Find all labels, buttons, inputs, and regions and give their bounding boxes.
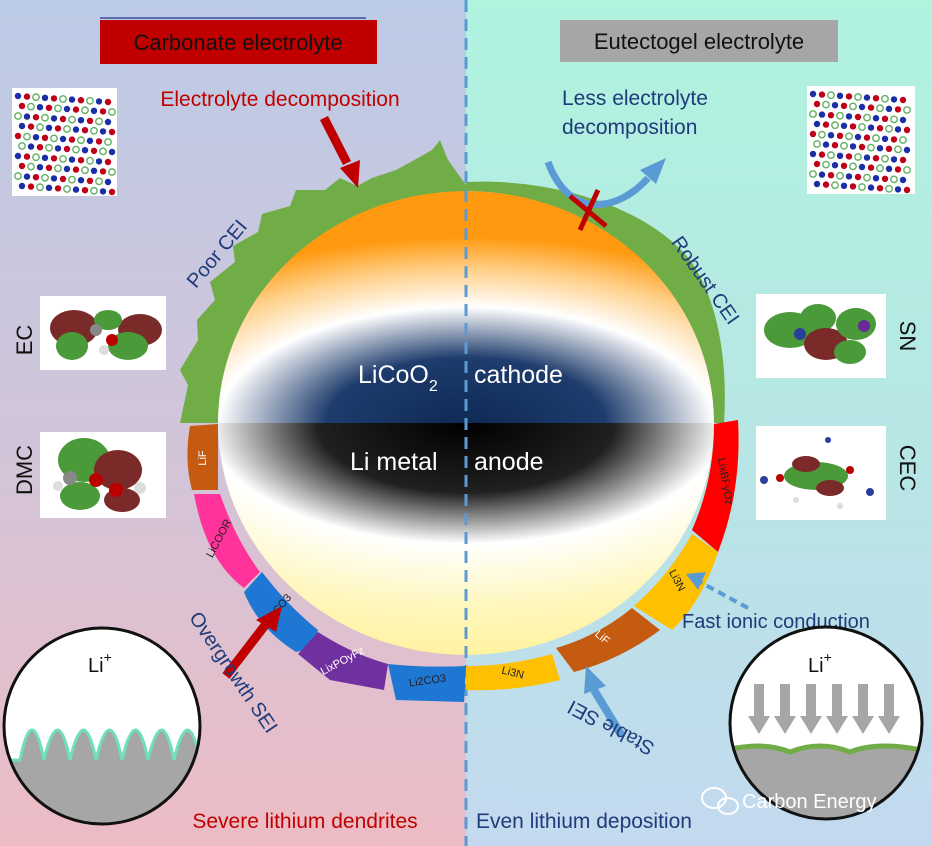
right-header-box	[560, 20, 838, 62]
decomposition-arrow-left	[319, 115, 360, 188]
sei-segment-lif-left	[187, 424, 218, 490]
molecule-image-ec	[40, 296, 166, 370]
cathode-formula: LiCoO2	[358, 361, 438, 395]
molecule-image-cec	[756, 426, 886, 520]
watermark: Carbon Energy	[701, 787, 877, 815]
overgrowth-arrow	[222, 606, 282, 679]
molecule-image-dmc	[40, 432, 166, 518]
right-decomposition-line2: decomposition	[562, 116, 697, 139]
poor-cei-layer	[180, 140, 466, 423]
sei-segment-li3n-lower	[466, 654, 560, 691]
dendrites-text: Severe lithium dendrites	[192, 810, 417, 833]
lattice-image-left	[12, 88, 117, 196]
sei-segment-lixbfyoz	[692, 420, 739, 552]
sei-segment-li2co3-lower	[388, 664, 466, 702]
sei-segment-lixpoyfz	[298, 632, 388, 690]
molecule-label-sn: SN	[895, 321, 920, 352]
li-ion-left-sup: +	[104, 649, 112, 665]
left-header-text: Carbonate electrolyte	[133, 30, 342, 55]
molecule-label-cec: CEC	[895, 445, 920, 492]
left-decomposition-text: Electrolyte decomposition	[160, 88, 399, 111]
molecule-image-sn	[756, 294, 886, 378]
cathode-label: cathode	[474, 361, 563, 389]
dendrite-illustration	[2, 626, 202, 826]
li-ion-label-left: Li+	[88, 649, 112, 677]
cathode-formula-main: LiCoO	[358, 361, 429, 389]
right-decomposition-line1: Less electrolyte	[562, 87, 708, 110]
sei-segment-li2co3-upper	[244, 572, 318, 652]
decomposition-arrow-right	[544, 158, 666, 208]
anode-left-label: Li metal	[350, 448, 438, 476]
sei-label-lif-left: LiF	[197, 450, 209, 466]
deposition-text: Even lithium deposition	[476, 810, 692, 833]
even-deposition-illustration	[728, 625, 924, 821]
sei-label-li3n-lower: Li3N	[500, 665, 525, 682]
blocked-cross-icon	[568, 188, 608, 232]
left-header-box	[100, 20, 377, 64]
fast-ion-arrow	[686, 572, 749, 610]
li-ion-label-right: Li+	[808, 649, 832, 677]
molecule-label-dmc: DMC	[12, 445, 37, 495]
robust-cei-layer	[466, 181, 725, 423]
stable-sei-arrow	[584, 666, 626, 739]
sei-segment-li3n-upper	[634, 534, 718, 630]
lattice-image-right	[807, 86, 915, 194]
watermark-text: Carbon Energy	[742, 791, 877, 813]
molecule-label-ec: EC	[12, 325, 37, 356]
anode-right-label: anode	[474, 448, 544, 476]
sei-label-li2co3-lower: Li2CO3	[408, 672, 447, 689]
sei-segment-licoor	[194, 494, 260, 588]
li-ion-right-sup: +	[824, 649, 832, 665]
li-ion-right-base: Li	[808, 655, 824, 677]
li-ion-left-base: Li	[88, 655, 104, 677]
cathode-formula-sub: 2	[429, 378, 438, 395]
right-header-text: Eutectogel electrolyte	[594, 29, 804, 54]
sei-segment-lif-right	[556, 608, 660, 672]
